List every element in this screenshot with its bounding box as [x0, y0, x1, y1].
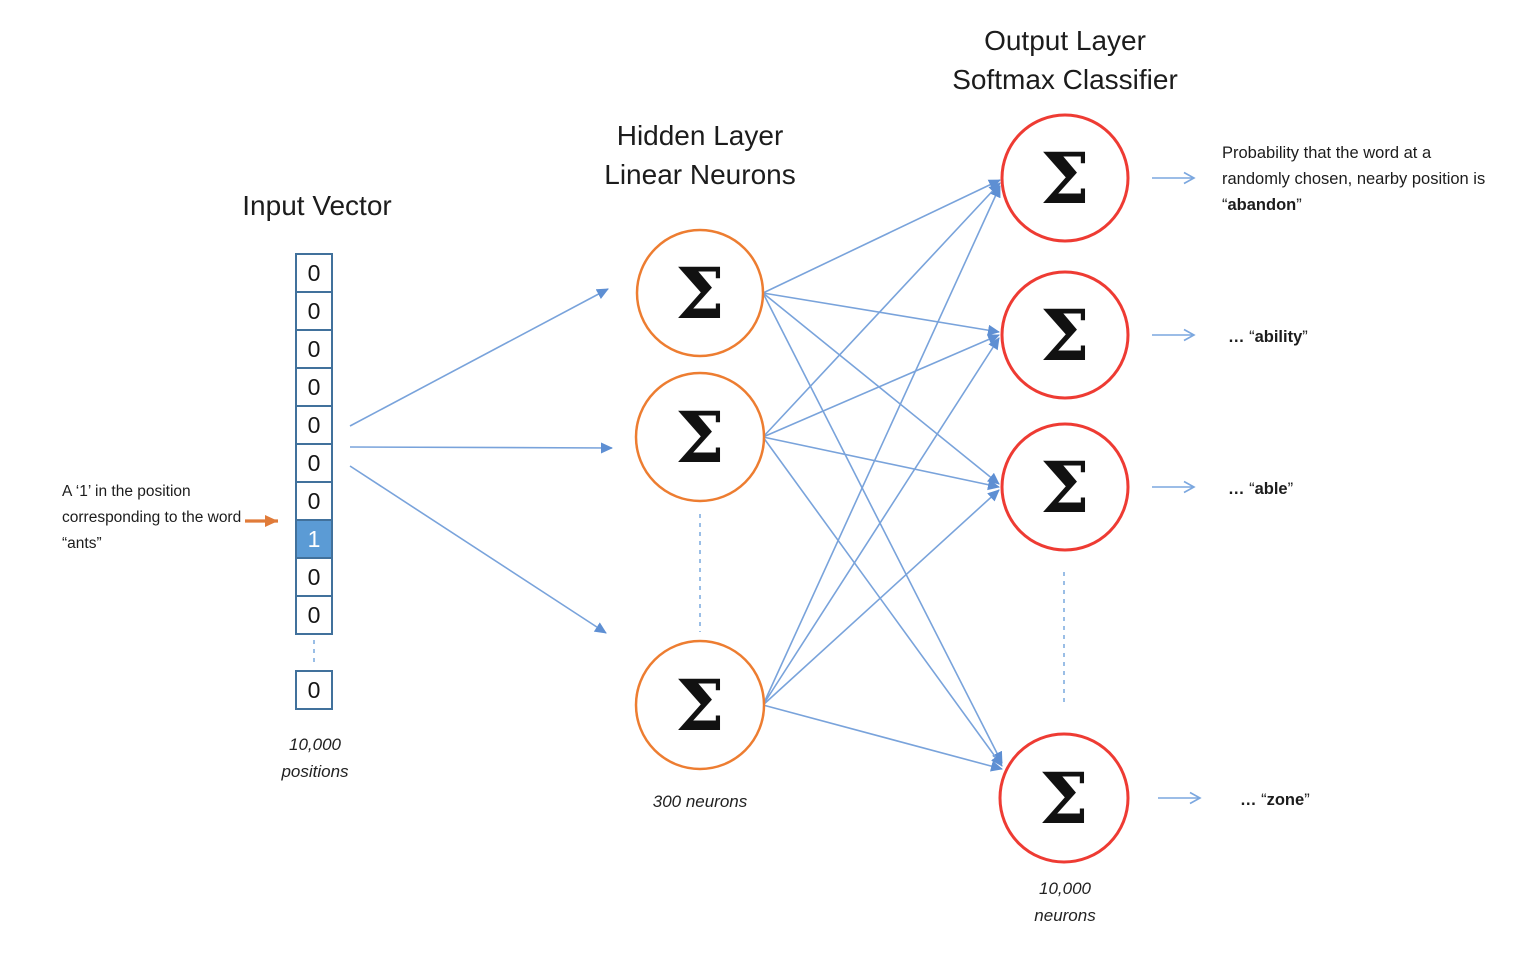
vector-cell: 0 — [295, 443, 333, 483]
output-label-able: … “able” — [1228, 476, 1448, 502]
hidden-to-output-connections — [762, 179, 1003, 772]
input-vector-caption: 10,000 positions — [243, 731, 387, 785]
hidden-neuron-2 — [634, 371, 766, 503]
output-layer-title-line2: Softmax Classifier — [952, 64, 1178, 95]
input-layer-title: Input Vector — [242, 190, 392, 221]
output-layer-caption: 10,000 neurons — [993, 875, 1137, 929]
vector-ellipsis-cell: 0 — [295, 670, 333, 710]
one-hot-annotation: A ‘1’ in the position corresponding to t… — [62, 483, 242, 552]
vector-cell: 0 — [295, 253, 333, 293]
label-text: ” — [1296, 196, 1302, 214]
label-word: ability — [1254, 328, 1303, 346]
output-neuron-3-sigma: Σ — [1040, 445, 1090, 529]
vector-cell: 0 — [295, 481, 333, 521]
input-to-hidden-arrows — [349, 288, 613, 634]
label-text: Probability that the word at a randomly … — [1222, 144, 1486, 214]
output-neuron-4 — [998, 732, 1130, 864]
output-label-ability: … “ability” — [1228, 324, 1448, 350]
output-neuron-3 — [1000, 422, 1130, 552]
hidden-layer-caption: 300 neurons — [652, 792, 748, 811]
vector-cell: 0 — [295, 291, 333, 331]
label-quote: ” — [1304, 791, 1310, 809]
label-quote: ” — [1287, 480, 1294, 498]
output-neuron-2 — [1000, 270, 1130, 400]
vector-cell: 0 — [295, 557, 333, 597]
label-quote: “ — [1256, 791, 1267, 809]
label-quote: ” — [1302, 328, 1308, 346]
output-label-abandon: Probability that the word at a randomly … — [1222, 140, 1494, 218]
output-caption-line1: 10,000 — [1039, 879, 1091, 898]
hidden-neuron-1-sigma: Σ — [675, 251, 725, 335]
label-quote: “ — [1244, 328, 1255, 346]
hidden-neuron-2-sigma: Σ — [675, 395, 725, 479]
label-quote: “ — [1244, 480, 1255, 498]
input-vector: 0 0 0 0 0 0 0 1 0 0 — [295, 253, 333, 635]
vector-cell: 0 — [295, 329, 333, 369]
hidden-neuron-1 — [635, 228, 765, 358]
ellipsis-dashed-lines — [313, 514, 1065, 704]
vector-cell-active: 1 — [295, 519, 333, 559]
hidden-neuron-circles — [634, 228, 766, 771]
hidden-layer-title-line1: Hidden Layer — [616, 120, 784, 151]
hidden-neuron-3-sigma: Σ — [675, 663, 725, 747]
output-caption-line2: neurons — [1034, 906, 1096, 925]
hidden-neuron-3 — [634, 639, 766, 771]
hidden-layer-title: Hidden Layer Linear Neurons — [550, 116, 850, 194]
vector-cell: 0 — [295, 595, 333, 635]
hidden-layer-title-line2: Linear Neurons — [604, 159, 796, 190]
input-caption-line2: positions — [281, 762, 349, 781]
vector-cell: 0 — [295, 405, 333, 445]
label-word: abandon — [1227, 196, 1297, 214]
label-dots: … — [1240, 791, 1257, 809]
output-layer-title-line1: Output Layer — [984, 25, 1146, 56]
output-label-zone: … “zone” — [1240, 787, 1460, 813]
vector-cell: 0 — [295, 367, 333, 407]
label-word: able — [1254, 480, 1288, 498]
label-dots: … — [1228, 328, 1245, 346]
input-caption-line1: 10,000 — [289, 735, 341, 754]
output-neuron-4-sigma: Σ — [1039, 756, 1089, 840]
output-neuron-2-sigma: Σ — [1040, 293, 1090, 377]
label-dots: … — [1228, 480, 1245, 498]
label-word: zone — [1266, 791, 1305, 809]
output-neuron-1-sigma: Σ — [1040, 136, 1090, 220]
output-neuron-1 — [1000, 113, 1130, 243]
output-neuron-circles — [998, 113, 1130, 864]
output-layer-title: Output Layer Softmax Classifier — [885, 21, 1245, 99]
output-to-label-arrows — [1152, 171, 1202, 805]
